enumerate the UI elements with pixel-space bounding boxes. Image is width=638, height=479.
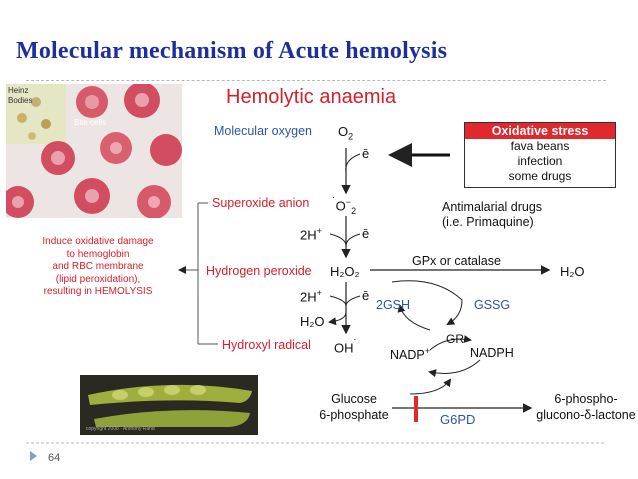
electron-1: ē bbox=[362, 146, 370, 161]
antimalarial-line2: (i.e. Primaquine) bbox=[442, 215, 534, 229]
oxidative-stress-header: Oxidative stress bbox=[465, 123, 615, 139]
hydroxyl-radical-label: Hydroxyl radical bbox=[222, 338, 311, 352]
nadp-label: NADP+ bbox=[390, 346, 430, 363]
molecular-oxygen-label: Molecular oxygen bbox=[214, 124, 312, 138]
stress-item: infection bbox=[517, 154, 563, 168]
glucose-6-phosphate: Glucose 6-phosphate bbox=[319, 392, 389, 422]
hydrogen-peroxide-label: Hydrogen peroxide bbox=[206, 264, 312, 278]
gssg-label: GSSG bbox=[474, 298, 511, 312]
electron-2: ē bbox=[362, 226, 370, 241]
h2o2-formula: H₂O₂ bbox=[330, 264, 360, 279]
h2o-formula: H₂O bbox=[300, 314, 325, 329]
stress-item: some drugs bbox=[508, 169, 572, 183]
oxidative-stress-box: Oxidative stress fava beans infection so… bbox=[464, 122, 616, 188]
o2-formula: O2 bbox=[338, 124, 354, 142]
heinz-label: Heinz bbox=[8, 86, 29, 95]
gsh-label: 2GSH bbox=[376, 298, 411, 312]
gluconolactone-product: 6-phospho- glucono-δ-lactone bbox=[536, 392, 636, 422]
antimalarial-line1: Antimalarial drugs bbox=[442, 200, 543, 214]
bite-cells-label: Bite cells bbox=[74, 118, 107, 127]
superoxide-anion-label: Superoxide anion bbox=[212, 196, 310, 210]
photo-credit: copyright 2008 · Anthony Rand bbox=[86, 426, 155, 432]
bodies-label: Bodies bbox=[8, 96, 33, 105]
diagram-subtitle: Hemolytic anaemia bbox=[226, 86, 397, 108]
fava-beans-photo: copyright 2008 · Anthony Rand bbox=[80, 375, 258, 435]
proton-1: 2H+ bbox=[300, 226, 322, 243]
stress-item: fava beans bbox=[510, 139, 570, 153]
title-divider bbox=[26, 80, 606, 81]
page-number: 64 bbox=[48, 452, 61, 464]
proton-2: 2H+ bbox=[300, 288, 322, 305]
nadph-label: NADPH bbox=[470, 346, 514, 360]
hydroxyl-formula: OH˙ bbox=[334, 338, 358, 356]
page-title: Molecular mechanism of Acute hemolysis bbox=[16, 38, 448, 64]
superoxide-formula: ˙O−2 bbox=[332, 196, 357, 216]
rbc-micrograph: Heinz Bodies Bite cells bbox=[6, 84, 182, 218]
gpx-catalase-label: GPx or catalase bbox=[412, 254, 501, 268]
electron-3: ē bbox=[362, 288, 370, 303]
gr-label: GR bbox=[446, 332, 464, 346]
damage-description: Induce oxidative damage to hemoglobin an… bbox=[42, 236, 154, 297]
water-product: H₂O bbox=[560, 264, 585, 279]
slide-bullet-icon bbox=[30, 451, 37, 461]
g6pd-label: G6PD bbox=[440, 412, 476, 427]
